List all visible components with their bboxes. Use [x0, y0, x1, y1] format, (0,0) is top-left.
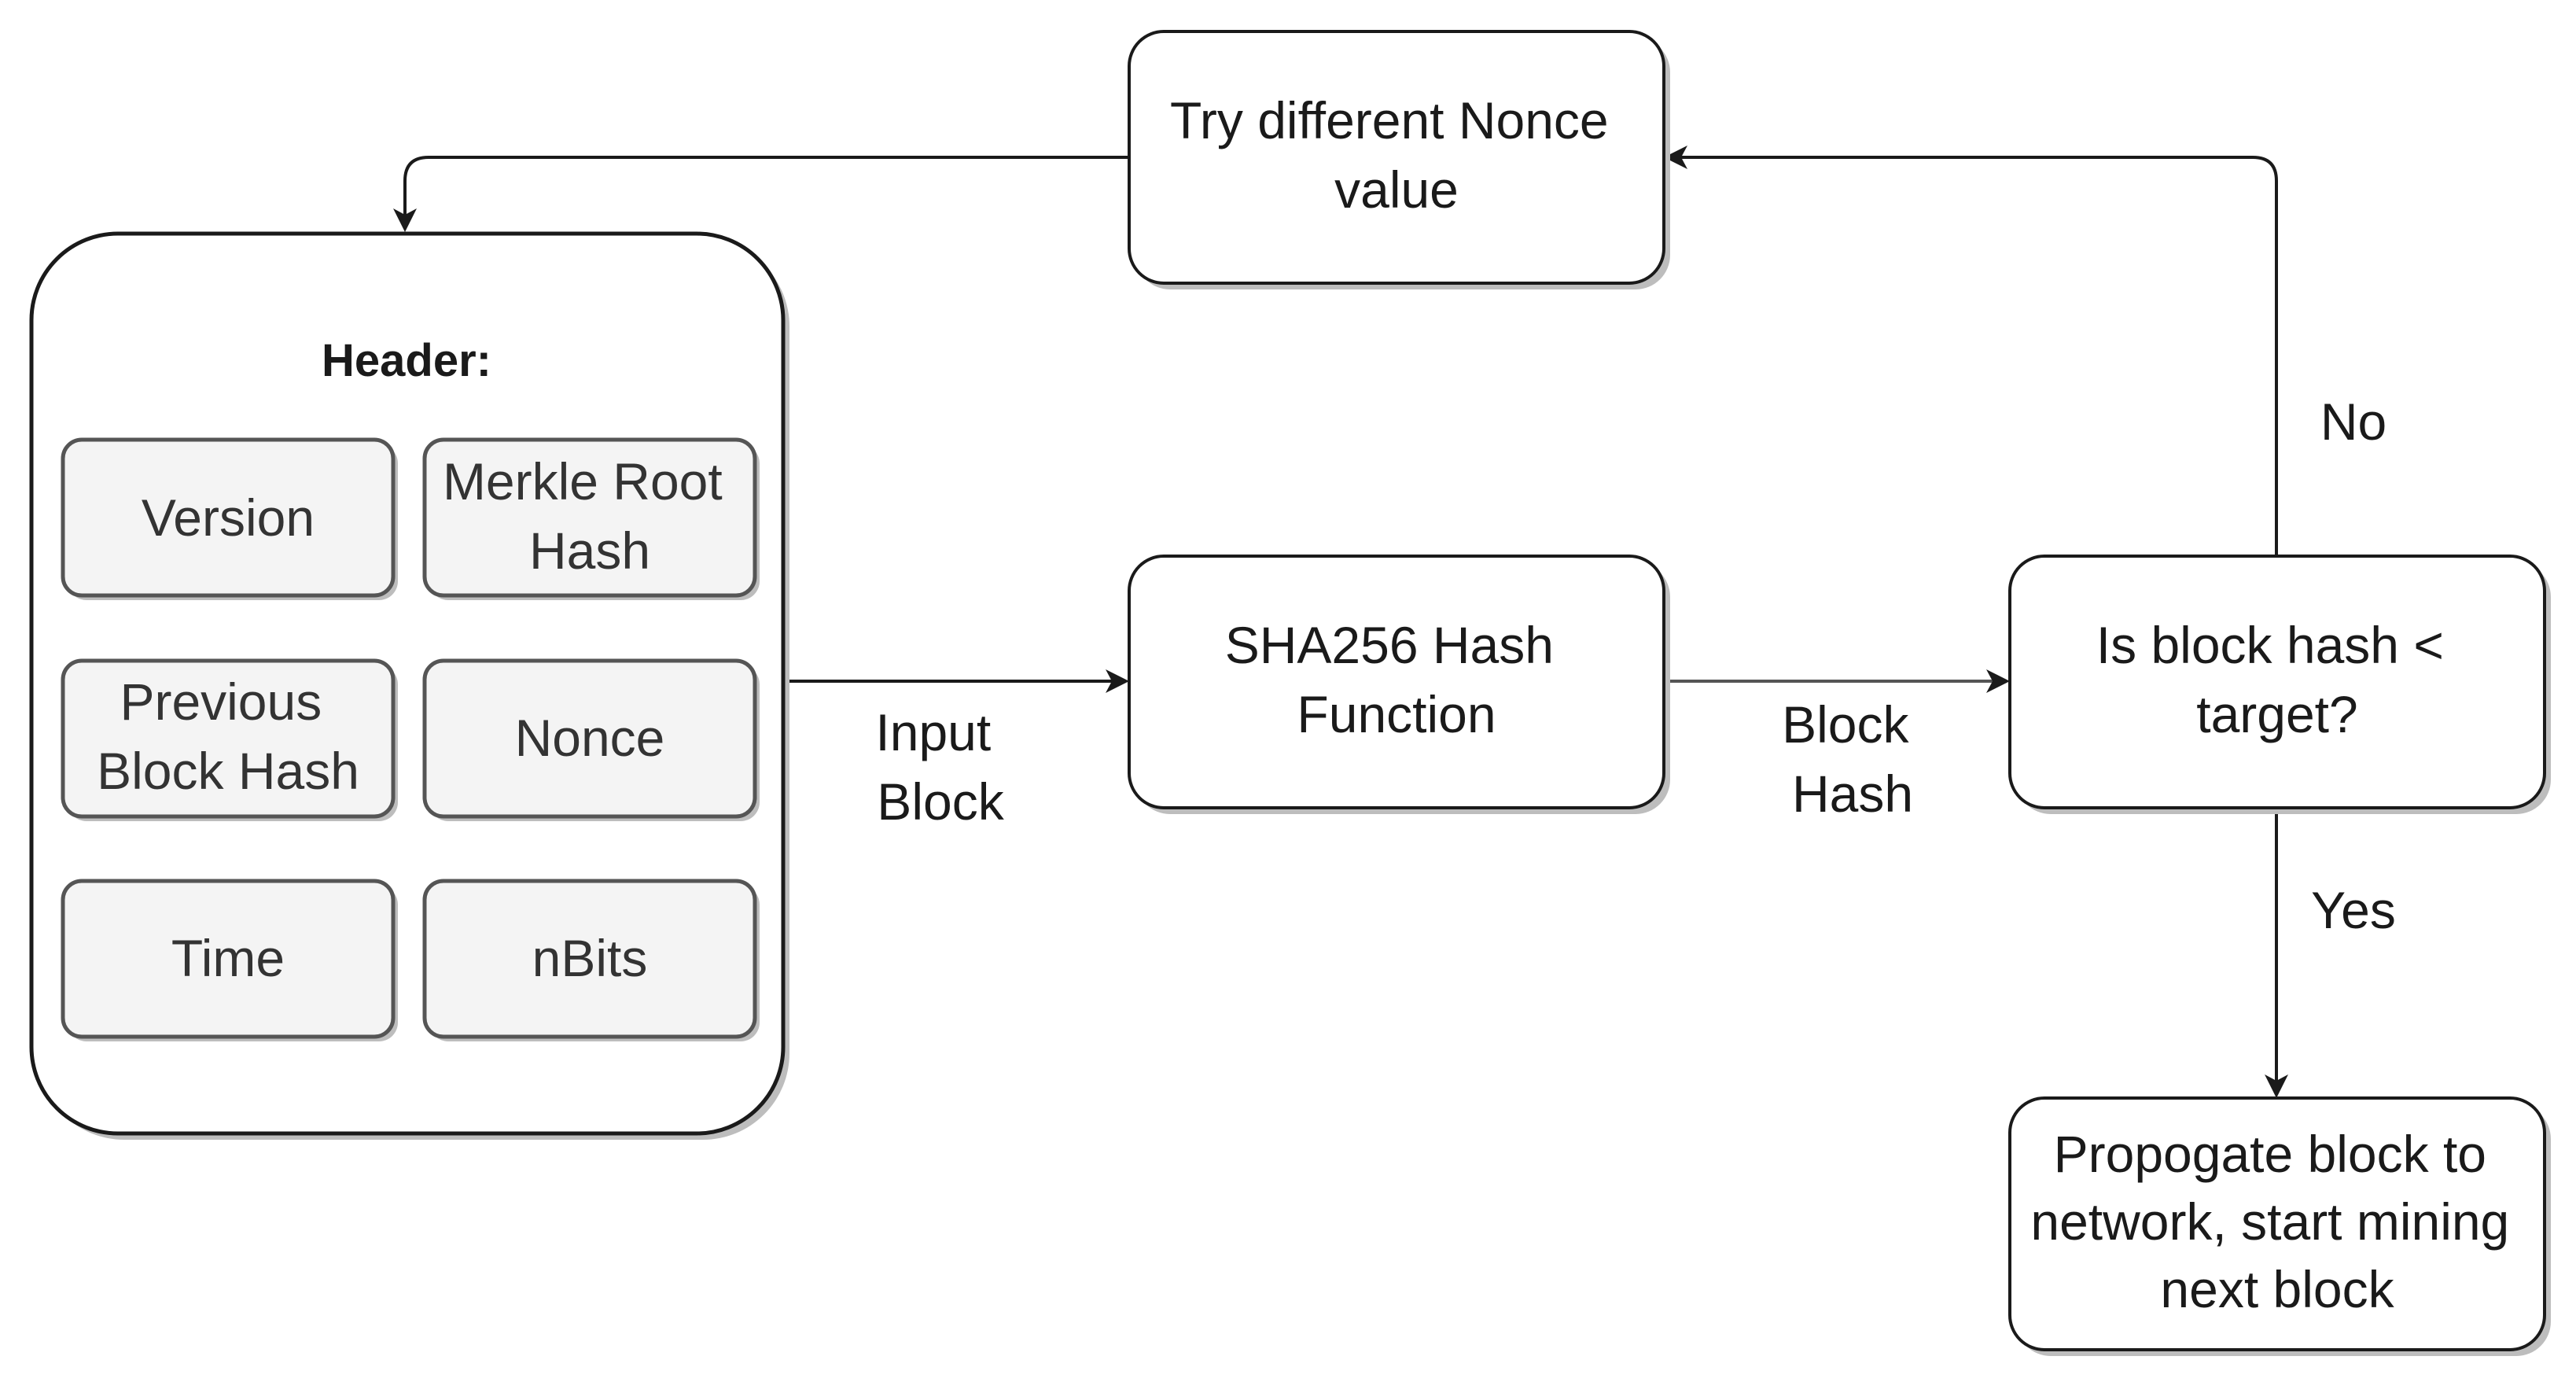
propagate-label-line1: Propogate block to	[2054, 1125, 2486, 1183]
svg-text:Try different Nonce valu: Try different Nonce value	[1170, 91, 1623, 219]
node-try-different-nonce: Try different Nonce value	[1128, 30, 1670, 289]
node-decision-block-hash-target: Is block hash < target?	[2008, 555, 2551, 814]
try-nonce-label-line2: value	[1334, 160, 1459, 219]
svg-text:Version: Version	[142, 488, 315, 547]
field-merkle-label-line2: Hash	[529, 521, 650, 580]
edge-decision-no	[1676, 156, 2278, 556]
edge-label-input-line2: Block	[877, 772, 1004, 831]
node-propagate-block: Propogate block to network, start mining…	[2008, 1096, 2551, 1356]
edge-decision-no-arrowhead	[1664, 146, 1687, 169]
field-nbits: nBits	[422, 879, 760, 1041]
node-sha256-hash-function: SHA256 Hash Function	[1128, 555, 1670, 814]
edge-sha256-to-decision-arrowhead	[1986, 669, 2010, 693]
svg-text:Previous Block Hash: Previous Block Hash	[97, 673, 359, 800]
svg-text:SHA256 Hash Function: SHA256 Hash Function	[1225, 616, 1569, 743]
propagate-label-line2: network, start mining	[2030, 1192, 2509, 1251]
decision-label-line2: target?	[2196, 685, 2357, 743]
edge-label-hash-line2: Hash	[1792, 765, 1913, 823]
svg-text:Merkle Root Hash: Merkle Root Hash	[443, 452, 737, 580]
field-version-label: Version	[142, 488, 315, 547]
field-nonce-label: Nonce	[515, 709, 665, 767]
edge-label-block-hash: Block Hash	[1782, 695, 1923, 823]
edge-try-nonce-to-header	[403, 156, 1129, 224]
field-merkle-root-hash: Merkle Root Hash	[422, 437, 760, 600]
edge-label-input-block: Input Block	[875, 703, 1005, 831]
edge-label-hash-line1: Block	[1782, 695, 1909, 754]
field-nbits-label: nBits	[532, 929, 648, 987]
edge-label-no: No	[2320, 392, 2386, 451]
field-time-label: Time	[171, 929, 285, 987]
edge-decision-yes-arrowhead	[2265, 1074, 2288, 1098]
sha256-label-line2: Function	[1297, 685, 1496, 743]
try-nonce-label-line1: Try different Nonce	[1170, 91, 1609, 149]
svg-text:Is block hash < target?: Is block hash < target?	[2096, 616, 2458, 743]
svg-text:Nonce: Nonce	[515, 709, 665, 767]
field-previous-block-hash: Previous Block Hash	[61, 658, 398, 821]
svg-text:Time: Time	[171, 929, 285, 987]
sha256-label-line1: SHA256 Hash	[1225, 616, 1554, 674]
field-merkle-label-line1: Merkle Root	[443, 452, 723, 510]
edge-try-nonce-to-header-arrowhead	[393, 208, 417, 232]
propagate-label-line3: next block	[2160, 1260, 2394, 1318]
field-previous-label-line2: Block Hash	[97, 742, 359, 800]
edge-label-input-line1: Input	[875, 703, 991, 761]
field-previous-label-line1: Previous	[120, 673, 322, 731]
svg-text:Propogate block to netwo: Propogate block to network, start mining…	[2030, 1125, 2523, 1318]
edge-label-yes: Yes	[2311, 881, 2396, 939]
decision-label-line1: Is block hash <	[2096, 616, 2444, 674]
field-version: Version	[61, 437, 398, 600]
svg-text:nBits: nBits	[532, 929, 648, 987]
field-nonce: Nonce	[422, 658, 760, 821]
field-time: Time	[61, 879, 398, 1041]
header-title: Header:	[322, 335, 491, 386]
edge-header-to-sha256-arrowhead	[1106, 669, 1129, 693]
